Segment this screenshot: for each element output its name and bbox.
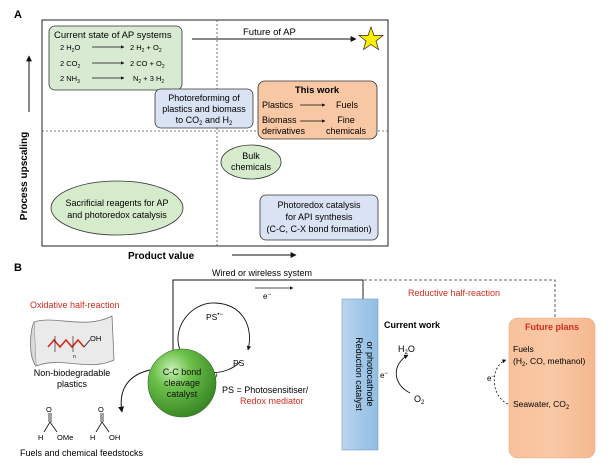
- future-seawater: Seawater, CO2: [513, 399, 570, 411]
- formate-o-right: O: [98, 405, 104, 414]
- sacrificial-ellipse: [50, 180, 184, 236]
- ps-cycle-arc: [177, 302, 252, 353]
- formate-h-left: H: [38, 433, 43, 442]
- svg-text:catalyst: catalyst: [167, 389, 198, 399]
- polymer-chain-end: [83, 339, 91, 348]
- svg-text:Non-biodegradable: Non-biodegradable: [34, 368, 111, 378]
- photoreforming-text: Photoreforming of plastics and biomass t…: [162, 93, 246, 127]
- current-work-arrow: [395, 354, 411, 394]
- oxidative-label: Oxidative half-reaction: [30, 300, 120, 310]
- svg-text:Reduction catalyst: Reduction catalyst: [354, 337, 364, 411]
- svg-text:2 NH3: 2 NH3: [60, 74, 80, 85]
- photoreforming-box: [154, 88, 254, 129]
- svg-text:Sacrificial reagents for AP: Sacrificial reagents for AP: [65, 198, 168, 208]
- current-state-box: [48, 25, 183, 91]
- svg-text:for API synthesis: for API synthesis: [285, 212, 353, 222]
- panel-a-label: A: [14, 9, 22, 21]
- methyl-formate-structure: [43, 413, 58, 433]
- svg-text:Bulk: Bulk: [242, 151, 260, 161]
- formic-acid-structure: [95, 413, 110, 433]
- plastics-caption: Non-biodegradable plastics: [34, 368, 111, 389]
- photoredox-api-box: [259, 194, 379, 241]
- polymer-chain: [47, 338, 85, 349]
- current-state-title: Current state of AP systems: [54, 30, 172, 41]
- svg-text:or photocathode: or photocathode: [365, 341, 375, 406]
- svg-text:(C-C, C-X bond formation): (C-C, C-X bond formation): [266, 224, 371, 234]
- photoredox-api-text: Photoredox catalysis for API synthesis (…: [266, 200, 371, 234]
- svg-text:2 H2O: 2 H2O: [60, 43, 80, 54]
- bulk-chemicals-text: Bulk chemicals: [231, 151, 272, 172]
- biomass-label: Biomass derivatives: [262, 115, 306, 136]
- redox-mediator: Redox mediator: [240, 396, 304, 406]
- electron-future: e−: [487, 374, 495, 383]
- current-work-label: Current work: [384, 320, 441, 330]
- formate-ome: OMe: [57, 433, 73, 442]
- future-fuels-detail: (H2, CO, methanol): [513, 356, 585, 368]
- svg-text:Photoreforming of: Photoreforming of: [168, 93, 240, 103]
- reaction-1: 2 H2O 2 H2 + O2: [60, 43, 162, 54]
- svg-text:plastics: plastics: [57, 379, 88, 389]
- this-work-title: This work: [295, 85, 340, 96]
- catalyst-sphere: [147, 348, 217, 418]
- star-icon: [357, 25, 385, 51]
- this-work-box: [257, 80, 378, 140]
- future-arrow-dashed: [493, 359, 509, 405]
- electron-top: e−: [263, 292, 271, 301]
- electron-current: e−: [380, 371, 388, 380]
- svg-text:cleavage: cleavage: [164, 378, 200, 388]
- svg-text:2 H2 + O2: 2 H2 + O2: [130, 43, 162, 54]
- svg-text:2 CO + O2: 2 CO + O2: [130, 59, 165, 70]
- svg-text:N2 + 3 H2: N2 + 3 H2: [133, 74, 164, 85]
- o2-label: O2: [414, 394, 425, 406]
- ps-definition: PS = Photosensitiser/: [222, 385, 309, 395]
- svg-text:to CO2 and H2: to CO2 and H2: [176, 115, 233, 127]
- catalyst-text: C-C bond cleavage catalyst: [163, 367, 202, 399]
- svg-text:Biomass: Biomass: [262, 115, 297, 125]
- svg-text:C-C bond: C-C bond: [163, 367, 202, 377]
- svg-text:Fine: Fine: [337, 115, 355, 125]
- reaction-3: 2 NH3 N2 + 3 H2: [60, 74, 164, 85]
- polymer-n: n: [73, 354, 76, 360]
- ps-top: PS•−: [206, 312, 223, 322]
- cathode-bar: [341, 298, 379, 451]
- formate-h-right: H: [90, 433, 95, 442]
- sacrificial-text: Sacrificial reagents for AP and photored…: [65, 198, 168, 220]
- panel-b-label: B: [14, 262, 22, 274]
- reaction-2: 2 CO2 2 CO + O2: [60, 59, 165, 70]
- x-axis-label: Product value: [128, 251, 195, 262]
- future-plans-box: [508, 317, 596, 459]
- ps-right: PS: [233, 358, 245, 368]
- h2o-label: H2O: [398, 344, 415, 356]
- svg-text:chemicals: chemicals: [231, 162, 272, 172]
- bulk-chemicals-ellipse: [220, 144, 282, 180]
- svg-text:2 CO2: 2 CO2: [60, 59, 81, 70]
- plastic-film-curl: [30, 321, 37, 367]
- cathode-label: Reduction catalyst or photocathode: [354, 337, 375, 411]
- svg-text:Photoredox catalysis: Photoredox catalysis: [277, 200, 361, 210]
- wired-connection: [172, 279, 364, 356]
- reductive-label: Reductive half-reaction: [408, 288, 500, 298]
- future-label: Future of AP: [243, 27, 296, 38]
- svg-text:derivatives: derivatives: [262, 126, 306, 136]
- wired-label: Wired or wireless system: [212, 268, 312, 278]
- fuels-label: Fuels: [336, 100, 359, 110]
- formate-o-left: O: [46, 405, 52, 414]
- plastics-to-feedstock-arrow: [118, 369, 151, 413]
- future-fuels: Fuels: [513, 344, 534, 354]
- formate-oh: OH: [109, 433, 120, 442]
- future-plans-title: Future plans: [525, 322, 579, 332]
- plastics-label: Plastics: [262, 100, 294, 110]
- polymer-oh: OH: [90, 334, 101, 343]
- svg-text:chemicals: chemicals: [326, 126, 367, 136]
- svg-text:plastics and biomass: plastics and biomass: [162, 104, 246, 114]
- plastic-film-icon: [33, 315, 115, 367]
- fine-chemicals-label: Fine chemicals: [326, 115, 367, 136]
- feedstocks-caption: Fuels and chemical feedstocks: [20, 448, 144, 458]
- svg-text:and photoredox catalysis: and photoredox catalysis: [67, 210, 167, 220]
- y-axis-label: Process upscaling: [19, 132, 30, 220]
- reductive-connection: [362, 279, 556, 318]
